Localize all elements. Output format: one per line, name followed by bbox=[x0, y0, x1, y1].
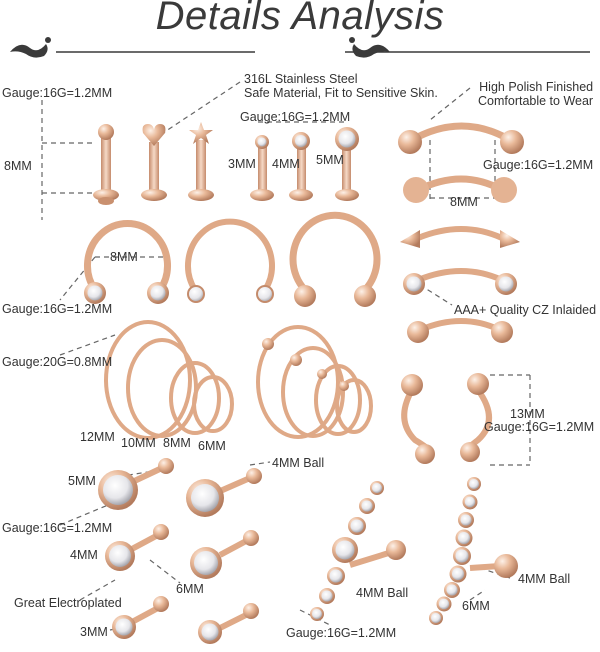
stud-4mm bbox=[105, 524, 169, 571]
gauge-16g-top-left-label: Gauge:16G=1.2MM bbox=[2, 86, 113, 100]
barbell-8mm-label: 8MM bbox=[450, 195, 478, 209]
spiral-left bbox=[401, 374, 435, 464]
hoop-12mm-label: 12MM bbox=[80, 430, 115, 444]
stud-5mm bbox=[98, 458, 174, 510]
curved-barbell-frosted bbox=[403, 175, 517, 203]
polish-label: High Polish Finished Comfortable to Wear bbox=[478, 80, 594, 108]
labret-heart bbox=[141, 124, 167, 201]
horseshoe-prong bbox=[185, 218, 275, 303]
curved-barbell-cz bbox=[403, 268, 517, 295]
stud-6mm-label: 6MM bbox=[176, 582, 204, 596]
ball-4mm-climber-label: 4MM Ball bbox=[356, 586, 409, 600]
gauge-16g-bottom-label: Gauge:16G=1.2MM bbox=[286, 626, 397, 640]
horseshoe-ball bbox=[289, 211, 381, 307]
gauge-16g-studs-label: Gauge:16G=1.2MM bbox=[2, 521, 113, 535]
material-label: 316L Stainless Steel Safe Material, Fit … bbox=[244, 72, 438, 100]
ornament-right bbox=[345, 37, 590, 58]
climber-6mm-label: 6MM bbox=[462, 599, 490, 613]
labret-star bbox=[188, 122, 214, 201]
curved-barbell-balls bbox=[398, 122, 524, 154]
hoop-rings-ball bbox=[256, 325, 373, 439]
cz-5mm-label: 5MM bbox=[316, 153, 344, 167]
ball-4mm-right-label: 4MM Ball bbox=[518, 572, 571, 586]
spiral-right bbox=[460, 373, 492, 462]
stud-4mm-label: 4MM bbox=[70, 548, 98, 562]
hoop-8mm-label: 8MM bbox=[163, 436, 191, 450]
horseshoe-cz bbox=[84, 220, 171, 304]
gauge-16g-horseshoe-label: Gauge:16G=1.2MM bbox=[2, 302, 113, 316]
cz-3mm-label: 3MM bbox=[228, 157, 256, 171]
gauge-20g-label: Gauge:20G=0.8MM bbox=[2, 355, 113, 369]
spiral-13mm-label: 13MM bbox=[510, 407, 545, 421]
ball-4mm-top-label: 4MM Ball bbox=[272, 456, 325, 470]
curved-barbell-plain bbox=[407, 318, 513, 343]
gauge-16g-right-label: Gauge:16G=1.2MM bbox=[483, 158, 594, 172]
gauge-16g-spiral-label: Gauge:16G=1.2MM bbox=[484, 420, 595, 434]
ornament-left bbox=[10, 37, 255, 58]
labret-cz-5mm bbox=[335, 127, 359, 201]
stud-5mm-label: 5MM bbox=[68, 474, 96, 488]
ear-climber-left bbox=[310, 481, 406, 621]
curved-barbell-spikes bbox=[400, 226, 520, 248]
cz-inlaid-label: AAA+ Quality CZ Inlaided bbox=[454, 303, 597, 317]
length-8mm-left-label: 8MM bbox=[4, 159, 32, 173]
horseshoe-8mm-label: 8MM bbox=[110, 250, 138, 264]
ear-climber-right bbox=[429, 477, 518, 625]
stud-3mm-label: 3MM bbox=[80, 625, 108, 639]
labret-ball bbox=[93, 124, 119, 205]
labret-cz-3mm bbox=[250, 135, 274, 201]
stud-top-right bbox=[186, 468, 262, 517]
page-title: Details Analysis bbox=[155, 0, 445, 38]
gauge-16g-cz-label: Gauge:16G=1.2MM bbox=[240, 110, 351, 124]
stud-3mm bbox=[112, 596, 169, 639]
hoop-rings bbox=[104, 320, 234, 440]
electroplated-label: Great Electroplated bbox=[14, 596, 122, 610]
stud-bottom-right bbox=[198, 603, 259, 644]
labret-cz-4mm bbox=[289, 132, 313, 201]
hoop-10mm-label: 10MM bbox=[121, 436, 156, 450]
hoop-6mm-label: 6MM bbox=[198, 439, 226, 453]
cz-4mm-label: 4MM bbox=[272, 157, 300, 171]
stud-6mm bbox=[190, 530, 259, 579]
